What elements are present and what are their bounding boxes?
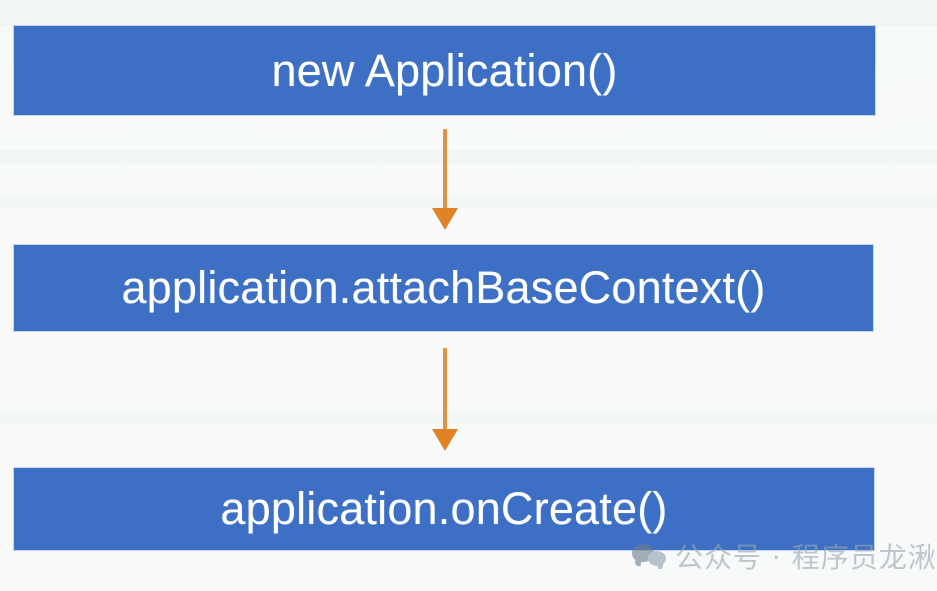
flow-node-label: new Application() (271, 44, 618, 96)
flow-node-label: application.attachBaseContext() (121, 262, 766, 313)
flow-node-on-create: application.onCreate() (14, 468, 874, 550)
flow-node-new-application: new Application() (14, 26, 875, 115)
flow-node-attach-base-context: application.attachBaseContext() (14, 245, 873, 331)
background-band (0, 196, 937, 208)
flow-arrow-down (432, 348, 458, 451)
background-band (0, 0, 937, 26)
background-band (0, 412, 937, 424)
arrow-shaft (443, 129, 447, 211)
arrow-head-icon (432, 429, 458, 451)
arrow-shaft (443, 348, 447, 432)
arrow-head-icon (432, 208, 458, 230)
flow-node-label: application.onCreate() (220, 483, 668, 534)
flow-arrow-down (432, 129, 458, 230)
background-band (0, 150, 937, 164)
